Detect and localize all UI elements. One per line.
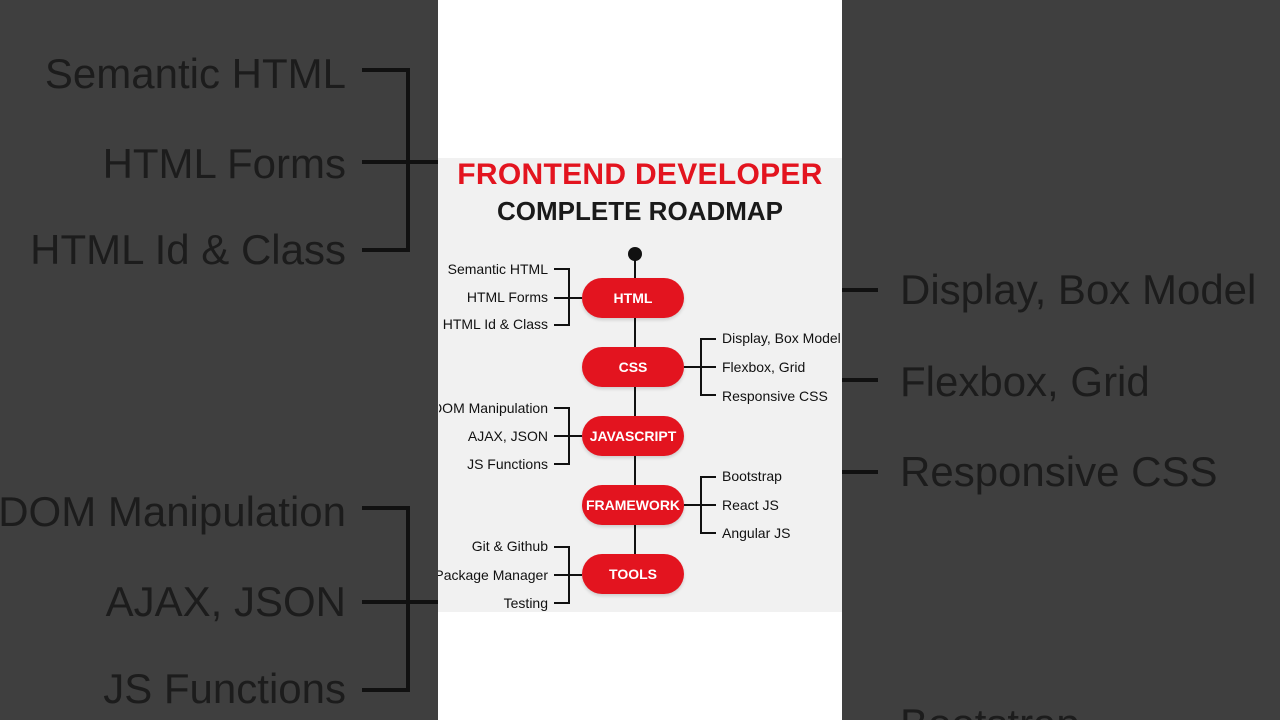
bg-bracket <box>362 160 438 164</box>
roadmap-subtitle: COMPLETE ROADMAP <box>497 196 783 226</box>
bg-bracket <box>842 378 878 382</box>
roadmap-spine <box>634 254 636 574</box>
bg-bracket <box>362 688 410 692</box>
topic-label: Package Manager <box>438 567 548 583</box>
topic-label: Responsive CSS <box>722 388 828 404</box>
roadmap-panel: FRONTEND DEVELOPER COMPLETE ROADMAP Sema… <box>438 0 842 720</box>
connector <box>554 463 570 465</box>
bg-bracket <box>842 288 878 292</box>
roadmap-title: FRONTEND DEVELOPER <box>457 158 823 191</box>
connector <box>700 338 716 340</box>
topic-label: DOM Manipulation <box>438 400 548 416</box>
bg-topic-label: Display, Box Model <box>900 266 1257 313</box>
bg-topic-label: HTML Id & Class <box>30 226 346 273</box>
bg-topic-label: Bootstrap <box>900 700 1080 720</box>
connector <box>700 532 716 534</box>
topic-label: Semantic HTML <box>447 261 548 277</box>
stage-tools: TOOLS <box>582 554 684 594</box>
connector <box>554 268 570 270</box>
connector <box>554 324 570 326</box>
bg-bracket <box>362 68 410 72</box>
bg-bracket <box>362 248 410 252</box>
topic-label: Angular JS <box>722 525 791 541</box>
bg-topic-label: Responsive CSS <box>900 448 1218 495</box>
connector <box>554 574 582 576</box>
bg-bracket <box>362 506 410 510</box>
topic-label: Display, Box Model <box>722 330 841 346</box>
connector <box>700 394 716 396</box>
topic-label: React JS <box>722 497 779 513</box>
connector <box>554 546 570 548</box>
connector <box>684 504 716 506</box>
connector <box>684 366 716 368</box>
topic-label: HTML Id & Class <box>442 316 548 332</box>
roadmap-start-dot <box>628 247 642 261</box>
stage-css: CSS <box>582 347 684 387</box>
connector <box>554 602 570 604</box>
topic-label: Flexbox, Grid <box>722 359 806 375</box>
stage-javascript: JAVASCRIPT <box>582 416 684 456</box>
topic-label: HTML Forms <box>466 289 548 305</box>
connector <box>554 435 582 437</box>
connector <box>700 476 716 478</box>
background-blur-right: Display, Box Model Flexbox, Grid Respons… <box>842 0 1280 720</box>
topic-label: Bootstrap <box>722 468 782 484</box>
bg-bracket <box>362 600 438 604</box>
bg-topic-label: AJAX, JSON <box>105 578 346 625</box>
connector <box>554 297 582 299</box>
bg-topic-label: Flexbox, Grid <box>900 358 1150 405</box>
topic-label: JS Functions <box>467 456 548 472</box>
bg-bracket <box>842 470 878 474</box>
connector <box>554 407 570 409</box>
roadmap-card: FRONTEND DEVELOPER COMPLETE ROADMAP Sema… <box>438 158 842 612</box>
bg-bracket <box>406 68 410 252</box>
topic-label: Testing <box>503 595 548 611</box>
stage-html: HTML <box>582 278 684 318</box>
bg-topic-label: Semantic HTML <box>44 50 346 97</box>
stage-framework: FRAMEWORK <box>582 485 684 525</box>
background-blur-left: Semantic HTML HTML Forms HTML Id & Class… <box>0 0 438 720</box>
bg-topic-label: DOM Manipulation <box>0 488 346 535</box>
bg-bracket <box>406 506 410 692</box>
topic-label: AJAX, JSON <box>467 428 548 444</box>
topic-label: Git & Github <box>471 538 548 554</box>
bg-topic-label: JS Functions <box>103 665 346 712</box>
bg-topic-label: HTML Forms <box>102 140 346 187</box>
